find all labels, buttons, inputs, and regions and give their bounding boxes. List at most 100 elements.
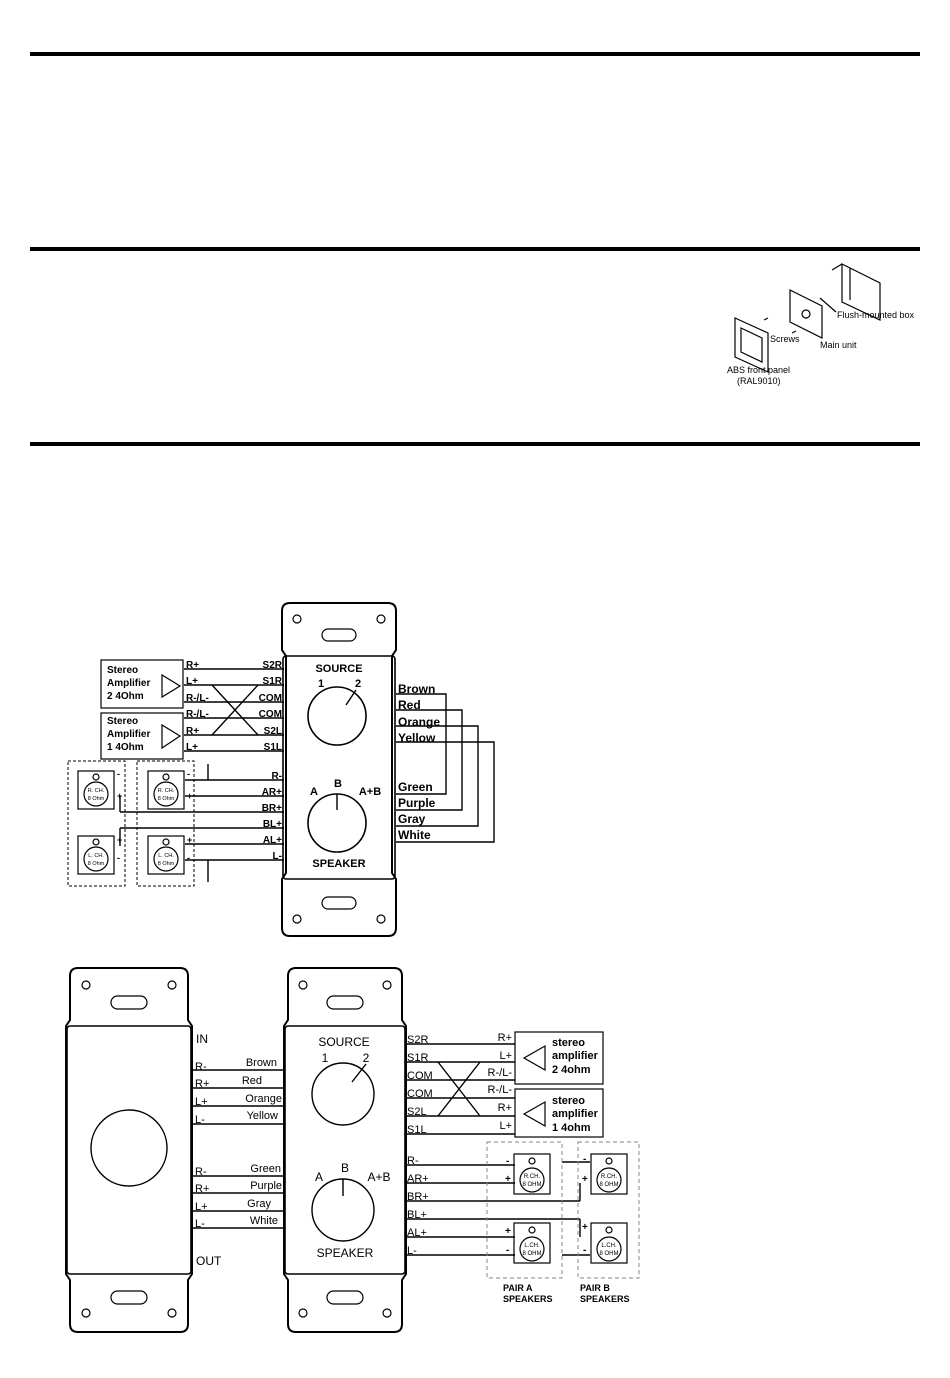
speaker-term-bl-plus-2: BL+ [407, 1209, 427, 1221]
speaker-pos-ab: A+B [359, 786, 381, 798]
front-panel-ral-label: (RAL9010) [737, 376, 781, 386]
speaker-a-right: R. CH. 8 Ohm [147, 770, 185, 810]
amp-term-5: R+ [186, 726, 199, 737]
speaker-term-l-minus: L- [273, 851, 282, 862]
out-color-purple: Purple [250, 1180, 282, 1192]
pair-b-group [577, 1141, 640, 1279]
speaker-b-left-label-2: L.CH. [601, 1243, 617, 1249]
selector-plate [283, 967, 407, 1333]
in-label: IN [196, 1032, 208, 1046]
amplifier-1-box [100, 712, 184, 760]
speaker-a-left-label: L. CH. [158, 853, 174, 859]
source-knob-2[interactable] [311, 1062, 375, 1126]
pol-minus-4: - [187, 853, 190, 863]
amplifier-2-line-1: Stereo [107, 665, 138, 676]
amp-term-1: R+ [186, 660, 199, 671]
speaker-term-ar-plus-2: AR+ [407, 1173, 429, 1185]
wire-label-orange: Orange [398, 715, 440, 729]
speaker-b-left-2: L.CH. 8 OHM [590, 1222, 628, 1264]
speaker-term-br-plus: BR+ [262, 803, 282, 814]
amp-term-3: R-/L- [186, 693, 209, 704]
pair-a-label-1: PAIR A [503, 1283, 533, 1293]
amplifier-2-line-2: Amplifier [107, 678, 150, 689]
in-term-l-minus: L- [195, 1114, 205, 1126]
source-term-s2l: S2L [264, 726, 282, 737]
out-term-l-minus: L- [195, 1218, 205, 1230]
amp-term-2-2: L+ [499, 1050, 512, 1062]
speaker-b-right-label-2: R.CH. [601, 1174, 618, 1180]
speaker-pos-b: B [334, 778, 342, 790]
volume-knob[interactable] [90, 1109, 168, 1187]
installation-sketch: Flush-mounted box Screws Main unit ABS f… [727, 263, 915, 386]
speaker-b-left-ohm-2: 8 OHM [599, 1251, 618, 1257]
wire-label-brown: Brown [398, 682, 435, 696]
source-pos-1: 1 [318, 678, 324, 690]
speaker-b-left-label: L. CH. [88, 853, 104, 859]
speaker-term-al-plus-2: AL+ [407, 1227, 427, 1239]
amplifier-1-line-3: 1 4Ohm [107, 742, 144, 753]
source-knob[interactable] [307, 686, 367, 746]
speaker-term-ar-plus: AR+ [262, 787, 282, 798]
pol-plus-4: + [187, 835, 192, 845]
amplifier-2-line-3-2: 2 4ohm [552, 1064, 591, 1076]
amp-term-6-2: L+ [499, 1120, 512, 1132]
speaker-a-right-ohm-2: 8 OHM [522, 1182, 541, 1188]
front-panel-label: ABS front panel [727, 365, 790, 375]
amplifier-2-line-3: 2 4Ohm [107, 691, 144, 702]
pol-minus-3: - [117, 853, 120, 863]
speaker-b-right-label: R. CH. [88, 788, 105, 794]
source-pos-1-2: 1 [322, 1051, 329, 1065]
speaker-term-br-plus-2: BR+ [407, 1191, 429, 1203]
amplifier-1-line-2: Amplifier [107, 729, 150, 740]
pol2-minus-2: - [506, 1245, 509, 1256]
out-color-gray: Gray [247, 1198, 271, 1210]
main-unit-label: Main unit [820, 340, 857, 350]
source-term-s1l: S1L [264, 742, 282, 753]
pair-b-label-1: PAIR B [580, 1283, 610, 1293]
out-term-l-plus: L+ [195, 1201, 208, 1213]
pol2-minus-4: - [583, 1245, 586, 1256]
pol2-plus-4: + [582, 1222, 588, 1233]
source-pos-2: 2 [355, 678, 361, 690]
speaker-b-left: L. CH. 8 Ohm [77, 835, 115, 875]
amp-term-6: L+ [186, 742, 198, 753]
pair-a-label-2: SPEAKERS [503, 1294, 553, 1304]
speaker-a-right-2: R.CH. 8 OHM [513, 1153, 551, 1195]
source-term-s1r-2: S1R [407, 1052, 428, 1064]
source-term-s1r: S1R [263, 676, 283, 687]
pol2-plus-1: + [505, 1174, 511, 1185]
speaker-term-r-minus: R- [271, 771, 282, 782]
speaker-term-al-plus: AL+ [263, 835, 282, 846]
amp-term-3-2: R-/L- [488, 1067, 513, 1079]
speaker-a-left-label-2: L.CH. [524, 1243, 540, 1249]
pair-b-label-2: SPEAKERS [580, 1294, 630, 1304]
pair-a-group [486, 1141, 563, 1279]
amplifier-2-box-2 [514, 1031, 604, 1085]
speaker-b-right-2: R.CH. 8 OHM [590, 1153, 628, 1195]
speaker-a-right-ohm: 8 Ohm [158, 796, 175, 802]
in-color-red: Red [242, 1075, 262, 1087]
wire-label-red: Red [398, 698, 421, 712]
amp-term-5-2: R+ [498, 1102, 512, 1114]
speaker-pos-a: A [310, 786, 318, 798]
middle-rule [30, 247, 920, 251]
amplifier-1-line-2-2: amplifier [552, 1108, 599, 1120]
in-term-r-plus: R+ [195, 1078, 209, 1090]
source-term-s2l-2: S2L [407, 1106, 427, 1118]
amp-term-4: R-/L- [186, 709, 209, 720]
speaker-a-left-ohm-2: 8 OHM [522, 1251, 541, 1257]
in-color-yellow: Yellow [247, 1110, 278, 1122]
out-label: OUT [196, 1254, 222, 1268]
speaker-a-right-label-2: R.CH. [524, 1174, 541, 1180]
source-term-s2r: S2R [263, 660, 283, 671]
source-label-2: SOURCE [318, 1035, 369, 1049]
source-term-com-2: COM [259, 709, 282, 720]
amplifier-1-line-1: Stereo [107, 716, 138, 727]
source-term-s2r-2: S2R [407, 1034, 428, 1046]
out-color-white: White [250, 1215, 278, 1227]
lower-rule [30, 442, 920, 446]
pol2-minus-1: - [506, 1156, 509, 1167]
wire-label-white: White [398, 828, 431, 842]
speaker-label-2: SPEAKER [317, 1246, 374, 1260]
